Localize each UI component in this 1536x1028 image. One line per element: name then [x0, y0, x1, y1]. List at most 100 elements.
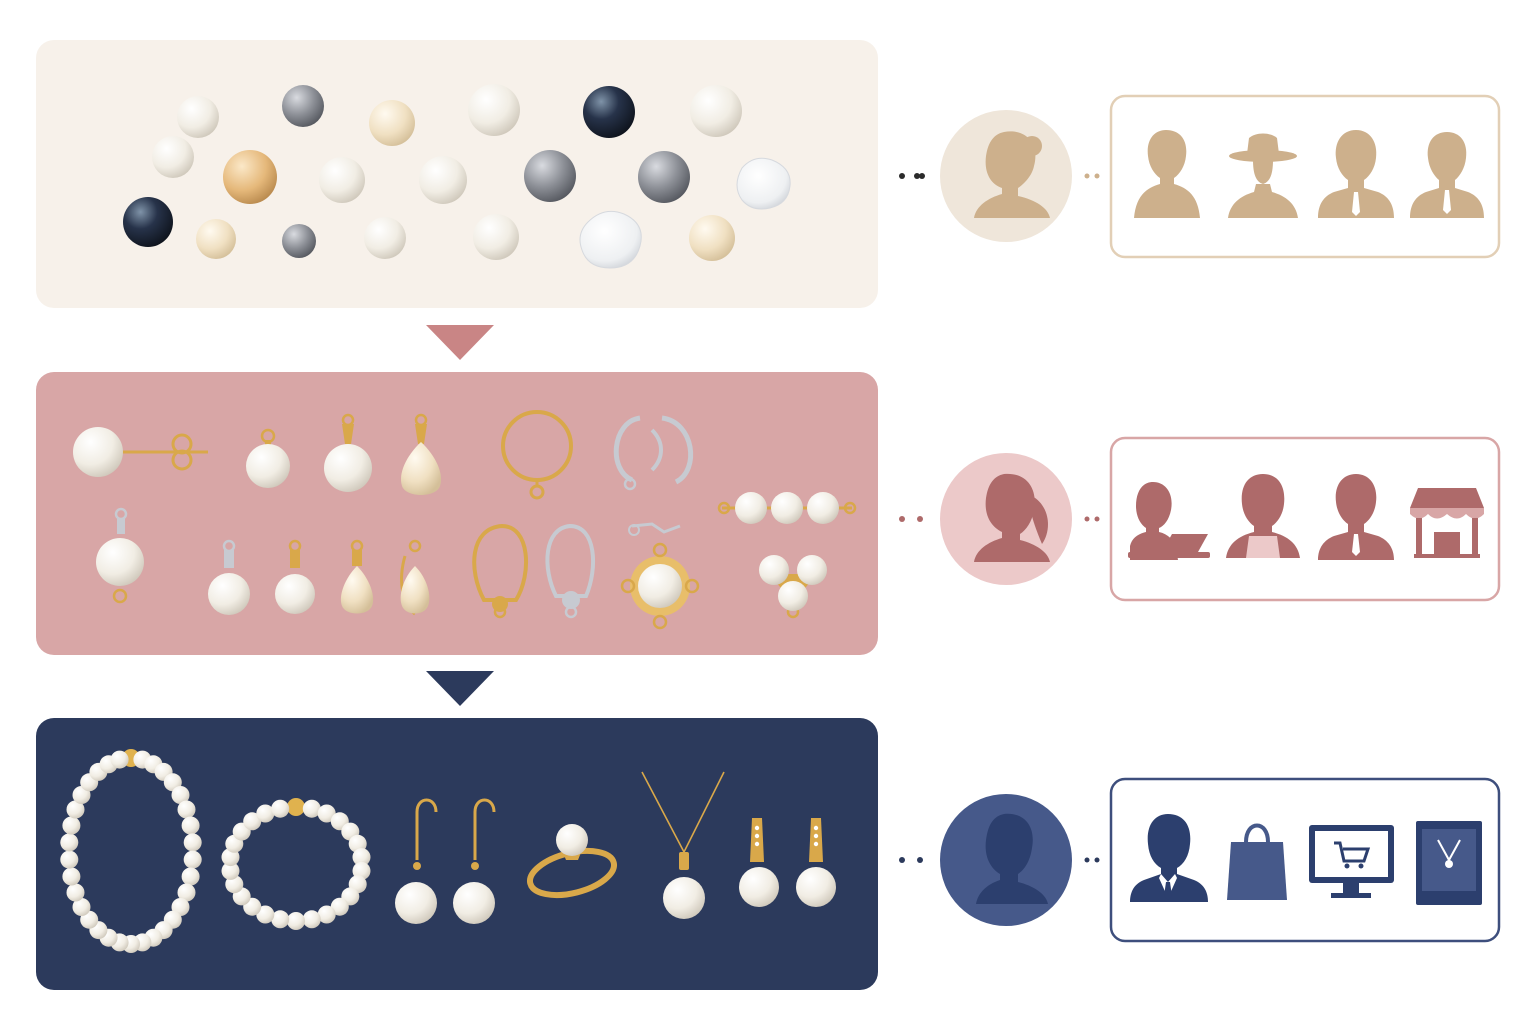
- connector-dot: [917, 857, 923, 863]
- pearl-pendant: [275, 539, 315, 614]
- shopping-bag-icon: [1227, 823, 1287, 900]
- roles-box-tier3: [1109, 777, 1501, 943]
- white-pearl: [364, 217, 406, 259]
- storefront-icon: [1410, 488, 1484, 558]
- silver-hoop-clasp: [613, 415, 694, 491]
- black-pearl: [583, 86, 635, 138]
- cream-pearl: [196, 219, 236, 259]
- pearl-pendant: [400, 413, 442, 495]
- woman-bust-icon: [1134, 130, 1200, 218]
- online-shop-monitor-icon: [1309, 825, 1394, 898]
- woman-laptop-icon: [1128, 482, 1210, 560]
- strand-pearl: [183, 833, 202, 852]
- baroque-pearl: [736, 157, 791, 210]
- cream-pearl: [369, 100, 415, 146]
- pearl-pendant: [246, 428, 290, 488]
- man-suit-icon: [1318, 474, 1394, 560]
- strand-pearl: [243, 812, 262, 831]
- connector-dot: [917, 516, 923, 522]
- person-circle-tier3: [940, 794, 1072, 926]
- man-tie-icon: [1410, 132, 1484, 218]
- white-pearl: [473, 214, 519, 260]
- tier-finished-jewelry: [36, 718, 878, 990]
- pearl-pendant: [208, 539, 250, 615]
- golden-pearl: [223, 150, 277, 204]
- man-silhouette-icon: [976, 813, 1048, 904]
- roles-box-tier1: [1109, 94, 1501, 259]
- connector-dot: [919, 173, 925, 179]
- woman-apron-icon: [1226, 474, 1300, 558]
- connector-dot: [914, 173, 920, 179]
- strand-pearl: [62, 867, 81, 886]
- gray-pearl: [282, 224, 316, 258]
- black-pearl: [123, 197, 173, 247]
- connector-dot: [1094, 857, 1100, 863]
- connector: [620, 522, 700, 630]
- white-pearl: [319, 157, 365, 203]
- strand-pearl: [330, 897, 349, 916]
- strand-pearl: [181, 816, 200, 835]
- lever-back-hook: [545, 523, 596, 619]
- strand-pearl: [256, 905, 275, 924]
- white-pearl: [468, 84, 520, 136]
- pendant-necklace: [641, 771, 725, 919]
- strand-pearl: [110, 750, 129, 769]
- strand-pearl: [60, 850, 79, 869]
- connector-dot: [1094, 516, 1100, 522]
- connector-dot: [1084, 516, 1090, 522]
- woman-ponytail-silhouette-icon: [974, 473, 1050, 562]
- woman-bun-silhouette-icon: [974, 131, 1050, 218]
- strand-pearl: [221, 861, 240, 880]
- golden-pearl: [689, 215, 735, 261]
- white-pearl: [690, 85, 742, 137]
- farmer-hat-icon: [1228, 133, 1298, 218]
- strand-pearl: [317, 905, 336, 924]
- down-arrow-1: [426, 325, 494, 360]
- strand-pearl: [317, 804, 336, 823]
- strand-pearl: [62, 816, 81, 835]
- strand-pearl: [66, 883, 85, 902]
- down-arrow-2: [426, 671, 494, 706]
- man-suit-icon: [1318, 130, 1394, 218]
- strand-pearl: [181, 867, 200, 886]
- strand-pearl: [171, 786, 190, 804]
- strand-pearl: [60, 833, 79, 852]
- pearl-ring: [526, 824, 618, 899]
- pearl-pendant: [324, 413, 372, 492]
- loose-pearls-group: [123, 84, 791, 269]
- stud-drop-earrings: [739, 818, 836, 907]
- strand-pearl: [177, 883, 196, 902]
- connector-dot: [1084, 173, 1090, 179]
- tier-pearl-components: [36, 372, 878, 655]
- pearl-cluster: [759, 555, 827, 619]
- connector-dot: [899, 857, 905, 863]
- pearl-bar: [717, 492, 857, 524]
- stud-earring: [73, 427, 208, 477]
- strand-pearl: [287, 912, 305, 930]
- connector-dots: [899, 173, 1100, 863]
- pearl-bracelet: [221, 798, 371, 930]
- gray-pearl: [282, 85, 324, 127]
- baroque-pearl: [579, 210, 642, 269]
- roles-box-tier2: [1109, 436, 1501, 602]
- gray-pearl: [638, 151, 690, 203]
- pearl-pendant: [96, 507, 144, 604]
- clasp-bead: [287, 798, 305, 816]
- jewelry-display-case-icon: [1416, 821, 1482, 905]
- strand-pearl: [72, 898, 91, 916]
- connector-dot: [1084, 857, 1090, 863]
- strand-pearl: [271, 799, 290, 818]
- strand-pearl: [352, 848, 371, 867]
- lever-back-hook: [472, 523, 528, 619]
- strand-pearl: [177, 800, 196, 819]
- strand-pearl: [271, 910, 290, 929]
- businessman-icon: [1130, 814, 1208, 902]
- strand-pearl: [256, 804, 275, 823]
- strand-pearl: [302, 910, 321, 929]
- person-circle-tier1: [940, 110, 1072, 242]
- connector-dot: [899, 516, 905, 522]
- pearl-pendant: [400, 539, 430, 616]
- pearl-necklace: [60, 749, 202, 953]
- strand-pearl: [183, 850, 202, 869]
